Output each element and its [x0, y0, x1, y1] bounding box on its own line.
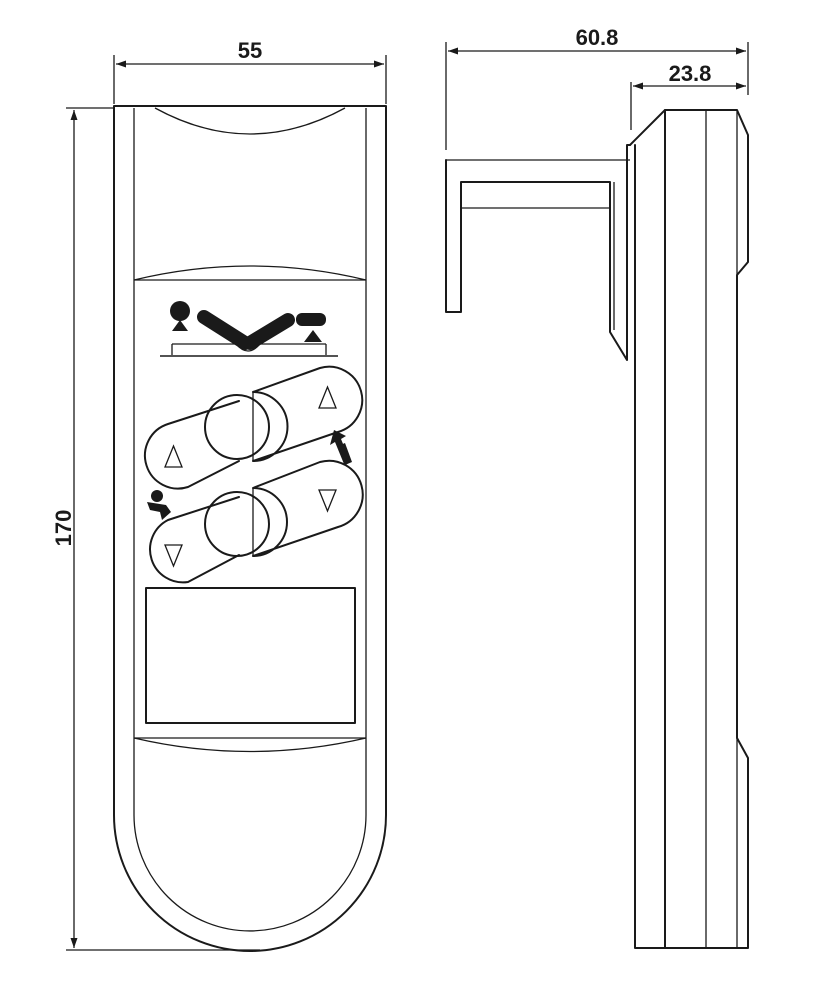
label-window — [145, 587, 356, 724]
dimension-height-label: 170 — [51, 510, 76, 547]
dimension-height: 170 — [51, 107, 260, 951]
button-right-up[interactable] — [252, 365, 364, 462]
down-triangle-icon — [318, 489, 337, 513]
front-view — [113, 105, 387, 952]
top-cover-curve — [154, 107, 346, 135]
up-triangle-icon — [164, 444, 183, 468]
upper-panel-edge — [133, 265, 367, 281]
hanging-hook — [445, 144, 631, 361]
lower-panel-edge — [133, 737, 367, 753]
side-view — [445, 109, 749, 949]
button-left-up[interactable] — [143, 394, 270, 490]
dimension-depth-total-label: 60.8 — [576, 25, 619, 50]
down-triangle-icon — [164, 544, 183, 568]
dimension-width: 55 — [113, 38, 387, 104]
housing-outline — [113, 105, 387, 952]
dimension-width-label: 55 — [238, 38, 262, 63]
head-raise-icon — [147, 490, 171, 520]
bed-position-pictogram — [160, 301, 338, 357]
button-left-down[interactable] — [149, 491, 270, 584]
housing-rim — [133, 108, 367, 932]
dimension-depth-body: 23.8 — [630, 61, 746, 130]
button-right-down[interactable] — [252, 459, 364, 557]
dimension-depth-body-label: 23.8 — [669, 61, 712, 86]
side-body-outline — [629, 109, 749, 949]
dimension-depth-total: 60.8 — [445, 25, 749, 150]
foot-raise-icon — [330, 430, 352, 465]
up-triangle-icon — [318, 385, 337, 409]
